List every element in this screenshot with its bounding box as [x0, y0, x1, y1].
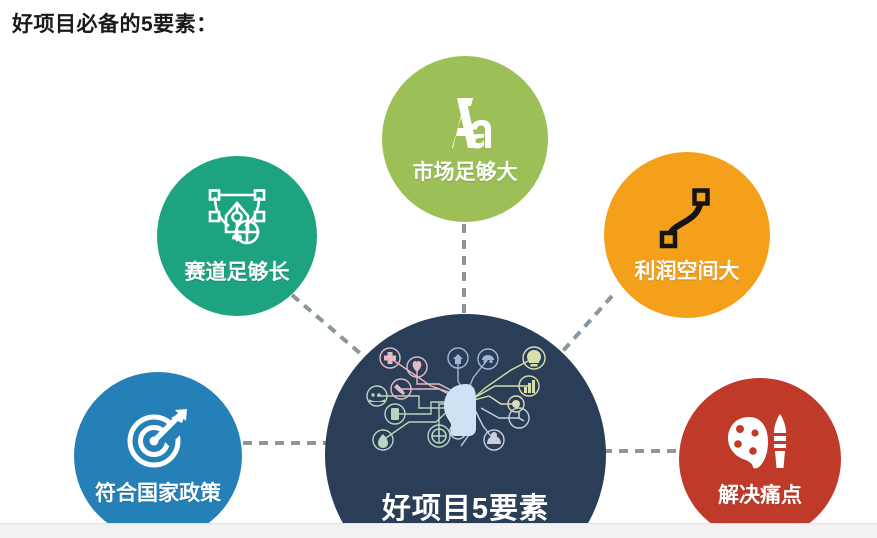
node-market[interactable]: 市场足够大: [382, 56, 548, 222]
bottom-strip: [0, 523, 877, 538]
brain-network-icon: [361, 336, 571, 481]
bezier-curve-icon: [657, 187, 717, 254]
font-size-aa-icon: [433, 94, 497, 157]
target-dart-icon: [125, 407, 191, 474]
node-center-hub[interactable]: 好项目5要素: [325, 314, 606, 538]
node-center-label: 好项目5要素: [381, 493, 550, 525]
node-pain[interactable]: 解决痛点: [679, 378, 841, 538]
node-policy-label: 符合国家政策: [95, 481, 221, 505]
palette-brush-icon: [727, 411, 793, 478]
node-track[interactable]: 赛道足够长: [157, 156, 317, 316]
connector-center-track: [290, 293, 370, 362]
node-market-label: 市场足够大: [412, 160, 518, 184]
connector-center-profit: [560, 294, 614, 354]
node-policy[interactable]: 符合国家政策: [74, 372, 242, 538]
node-pain-label: 解决痛点: [718, 483, 802, 507]
page-title: 好项目必备的5要素：: [12, 13, 218, 36]
node-profit-label: 利润空间大: [634, 259, 740, 283]
pen-tool-icon: [205, 188, 269, 255]
node-track-label: 赛道足够长: [184, 260, 290, 284]
node-profit[interactable]: 利润空间大: [604, 152, 770, 318]
